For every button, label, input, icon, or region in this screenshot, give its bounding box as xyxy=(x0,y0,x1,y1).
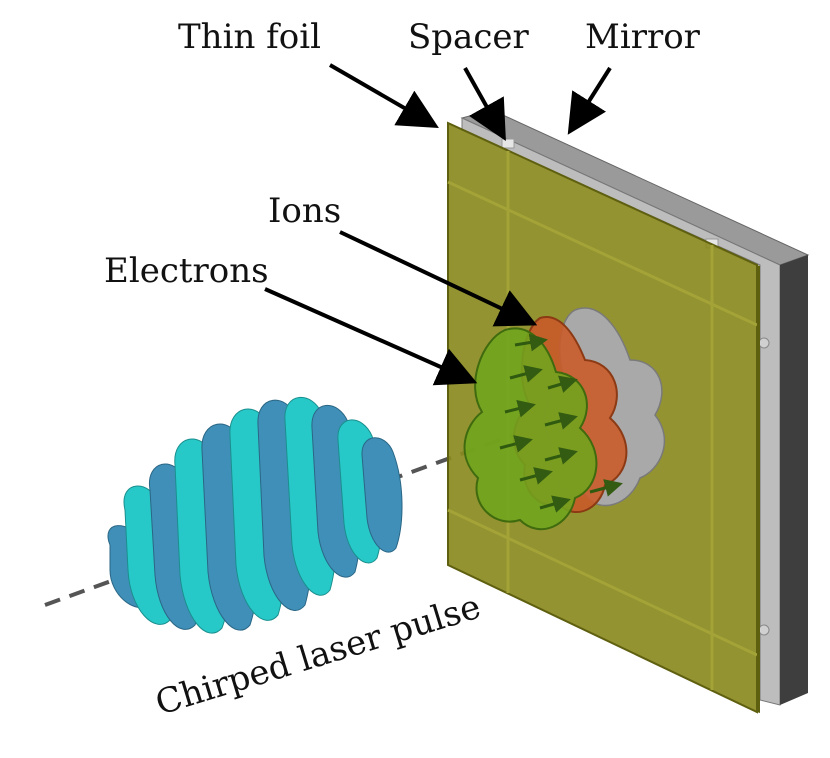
spacer-label: Spacer xyxy=(408,17,529,57)
foil-grid-line xyxy=(447,180,758,327)
laser-pulse xyxy=(107,397,403,634)
thin-foil-label: Thin foil xyxy=(178,17,321,57)
mirror xyxy=(460,109,810,706)
mirror-arrow xyxy=(567,66,612,135)
ions-label: Ions xyxy=(268,191,341,231)
field-arrow xyxy=(499,435,533,453)
mirror-label: Mirror xyxy=(585,17,701,57)
field-arrows xyxy=(499,333,623,513)
field-arrow xyxy=(504,399,536,418)
mirror-bolt xyxy=(758,624,770,636)
field-arrow xyxy=(547,375,578,393)
electrons-label: Electrons xyxy=(104,251,269,291)
field-arrow xyxy=(589,479,623,497)
field-arrow xyxy=(514,333,548,352)
field-arrow xyxy=(509,365,543,383)
pulse-sheet xyxy=(361,437,403,553)
thin-foil-arrow xyxy=(328,63,439,129)
field-arrow xyxy=(544,412,578,430)
electrons-arrow xyxy=(264,287,478,386)
field-arrow xyxy=(519,467,553,485)
field-arrow xyxy=(539,495,571,513)
spacer xyxy=(501,138,515,149)
label-arrows xyxy=(264,63,612,386)
foil-edge xyxy=(757,265,760,713)
ions-arrow xyxy=(339,230,538,327)
foil-grid-line xyxy=(447,508,758,657)
mirror-side xyxy=(780,255,808,705)
mirror-bolt xyxy=(758,337,770,349)
field-arrow xyxy=(544,447,578,465)
spacer-arrow xyxy=(463,67,506,141)
